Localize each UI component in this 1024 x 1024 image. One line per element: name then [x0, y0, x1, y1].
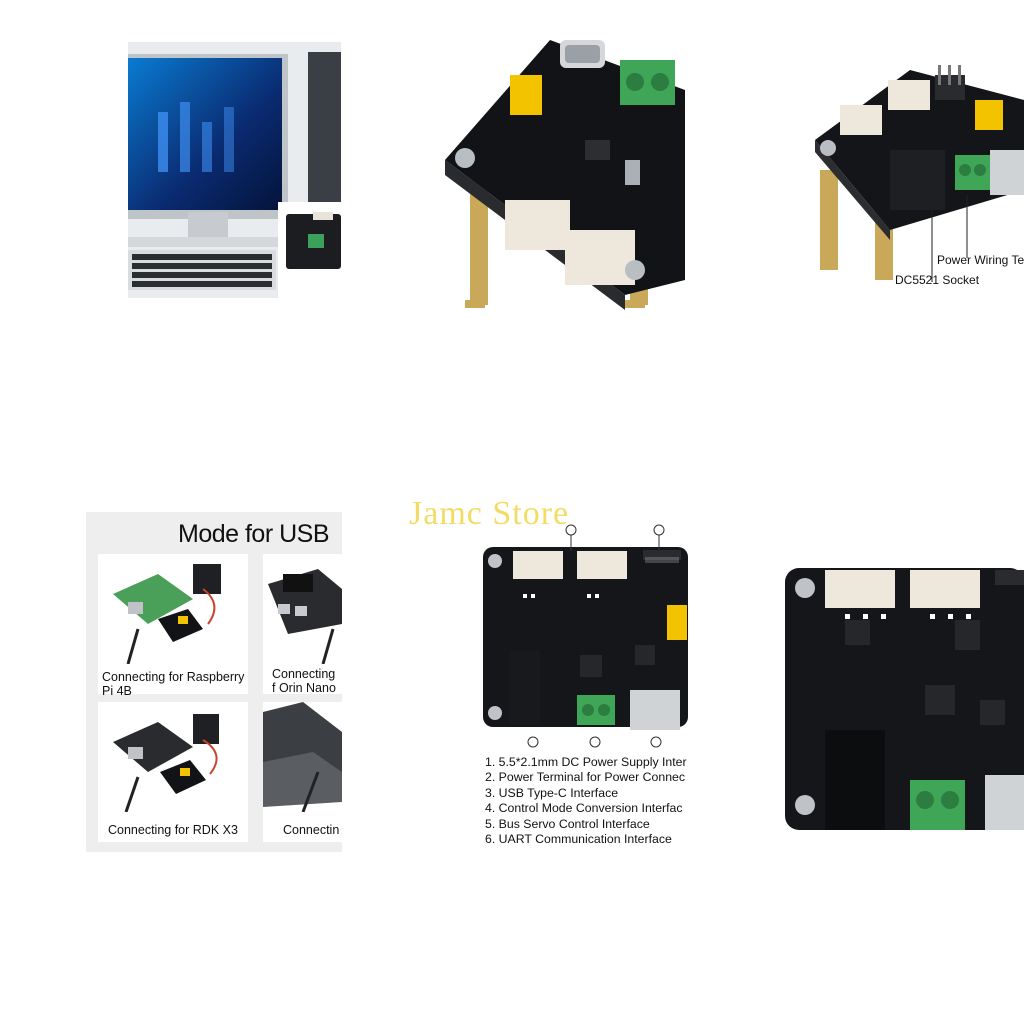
usb-mode-title: Mode for USB — [178, 520, 330, 548]
legend-item: 1. 5.5*2.1mm DC Power Supply Inter — [485, 755, 687, 769]
legend-item: 2. Power Terminal for Power Connec — [485, 770, 686, 785]
rdk-x3-photo — [98, 702, 248, 812]
board-diagram — [483, 524, 688, 748]
monitor-photo-tile — [128, 42, 341, 298]
power-terminal-callout: Power Wiring Te — [937, 253, 1024, 267]
board-callout-photo-tile: Power Wiring Te DC5521 Socket — [790, 60, 1024, 320]
legend-item: 4. Control Mode Conversion Interfac — [485, 801, 683, 816]
laptop-photo — [263, 702, 342, 812]
legend-item: 6. UART Communication Interface — [485, 832, 672, 847]
card-raspberry-pi: Connecting for Raspberry Pi 4B — [98, 554, 248, 698]
board-diagram-tile: Jamc Store — [405, 495, 690, 855]
board-closeup-tile — [785, 560, 1024, 830]
card-rdk-x3: Connecting for RDK X3 — [98, 702, 248, 842]
orin-nano-photo — [263, 554, 342, 664]
dc-socket-callout: DC5521 Socket — [895, 273, 980, 287]
card-orin-nano: Connecting f Orin Nano — [263, 554, 342, 695]
store-watermark: Jamc Store — [409, 495, 570, 532]
legend-item: 5. Bus Servo Control Interface — [485, 816, 650, 831]
usb-mode-tile: Mode for USB Connecting for Raspberry Pi… — [86, 512, 342, 852]
board-angled-photo — [445, 40, 685, 310]
legend-item: 3. USB Type-C Interface — [485, 785, 619, 800]
board-closeup — [785, 568, 1024, 830]
raspberry-pi-photo — [98, 554, 248, 664]
card-laptop: Connectin — [263, 702, 342, 842]
card-caption-orin-nano: Connecting f Orin Nano — [272, 667, 336, 695]
board-callout-photo — [815, 65, 1024, 282]
card-caption-rdk-x3: Connecting for RDK X3 — [108, 823, 238, 837]
board-angled-photo-tile — [435, 30, 685, 320]
monitor-photo — [128, 42, 341, 298]
interface-legend: 1. 5.5*2.1mm DC Power Supply Inter 2. Po… — [485, 755, 690, 847]
card-caption-laptop: Connectin — [283, 823, 340, 837]
card-caption-raspberry-pi: Connecting for Raspberry Pi 4B — [102, 670, 245, 698]
